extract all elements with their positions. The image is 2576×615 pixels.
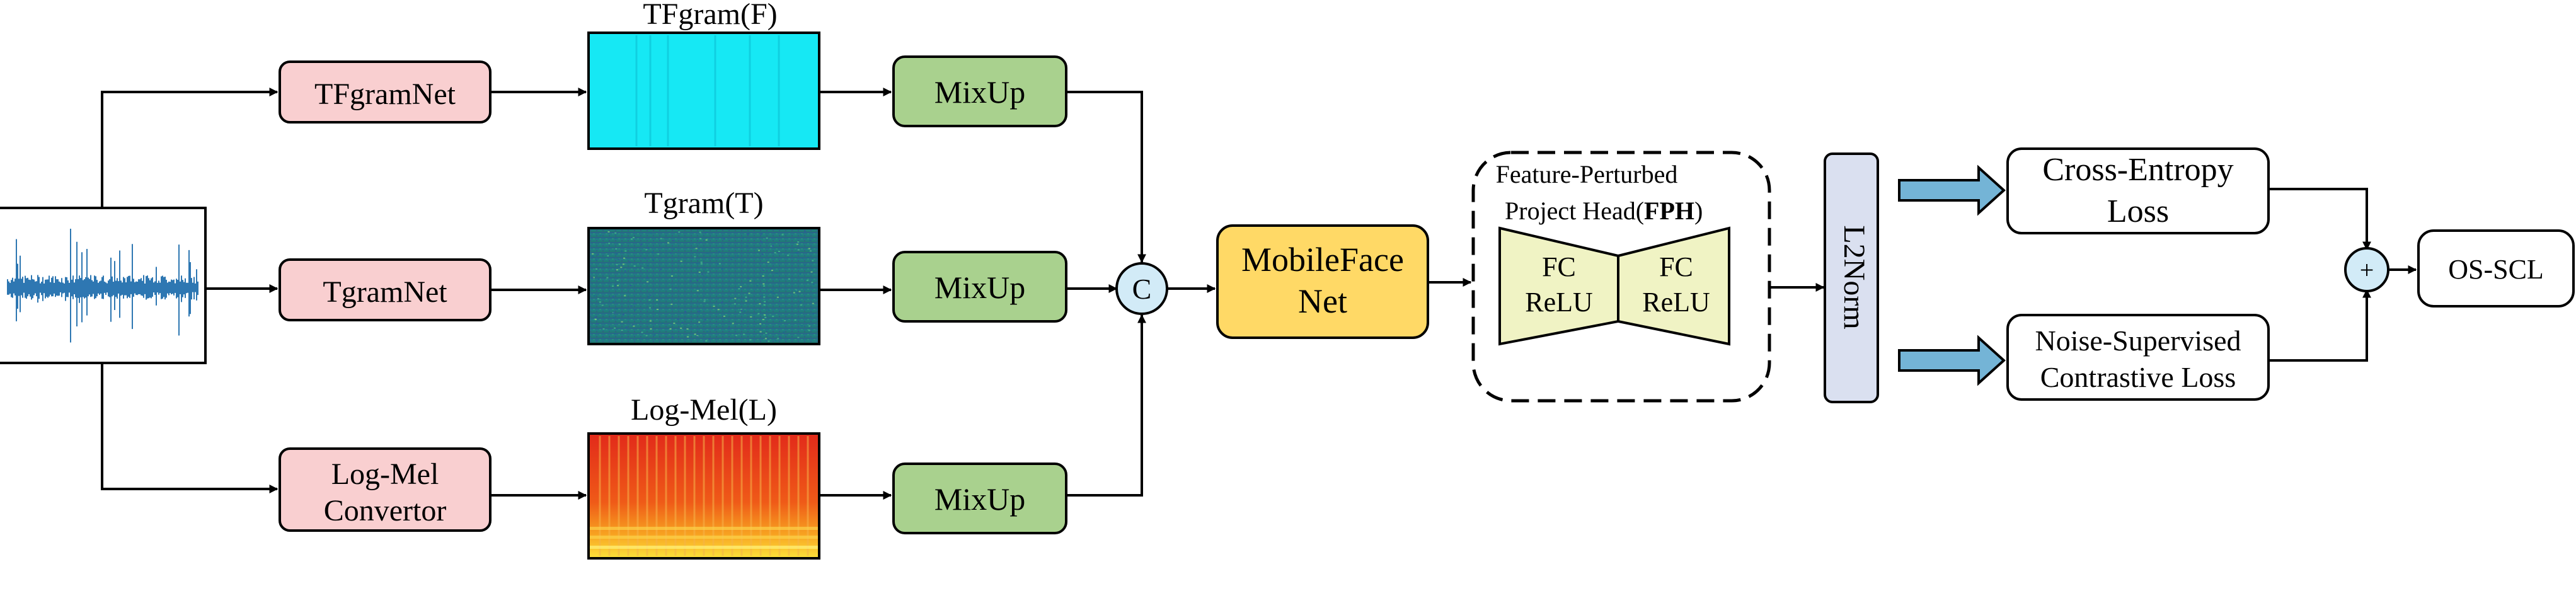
logmel-convertor-line1: Log-Mel (331, 457, 439, 491)
fph-title-prefix: Project Head( (1505, 197, 1644, 225)
logmel-texture (590, 436, 818, 556)
mobileface-line1: MobileFace (1241, 241, 1404, 279)
l2norm-label: L2Norm (1837, 225, 1871, 329)
connector-lines (101, 88, 2417, 500)
mobileface-net-block: MobileFace Net (1216, 224, 1429, 339)
fc-relu-encoder-shape (1498, 226, 1619, 346)
mobileface-line2: Net (1298, 282, 1347, 320)
plus-symbol: + (2360, 256, 2374, 284)
ns-line2: Contrastive Loss (2040, 361, 2236, 393)
block-arrows (1898, 164, 2006, 386)
arrow-to-tfgramnet (101, 88, 279, 208)
logmel-convertor-block: Log-Mel Convertor (279, 447, 492, 532)
fc-right-line2: ReLU (1642, 287, 1710, 318)
tgramnet-block: TgramNet (279, 258, 492, 321)
tgramnet-label: TgramNet (323, 275, 447, 309)
fc-left-line1: FC (1542, 251, 1576, 282)
cross-entropy-loss-block: Cross-Entropy Loss (2006, 147, 2270, 234)
block-arrow-to-ce (1898, 164, 2006, 216)
logmel-convertor-line2: Convertor (324, 494, 447, 527)
concat-node: C (1115, 262, 1168, 315)
tfgram-texture (635, 35, 780, 146)
tfgram-title: TFgram(F) (643, 0, 777, 31)
arrow-mixup3-to-concat (1066, 314, 1146, 497)
arrow-ns-to-plus (2268, 289, 2371, 362)
arrow-ce-to-plus (2268, 188, 2371, 251)
mixup-block-3: MixUp (892, 463, 1067, 534)
logmel-title: Log-Mel(L) (631, 393, 777, 427)
os-scl-label: OS-SCL (2448, 254, 2544, 285)
os-scl-block: OS-SCL (2417, 229, 2575, 308)
ce-line1: Cross-Entropy (2042, 152, 2233, 188)
sum-node: + (2344, 247, 2389, 292)
tgram-texture (591, 231, 815, 342)
arrow-mixup1-to-concat (1066, 91, 1146, 263)
arrow-to-logmel (101, 363, 279, 493)
fc-left-line2: ReLU (1525, 287, 1593, 318)
fph-title-line1: Feature-Perturbed (1496, 160, 1678, 188)
waveform-input (0, 207, 207, 364)
mixup-label-3: MixUp (934, 481, 1025, 517)
fph-title-line2: Project Head(FPH) (1505, 197, 1703, 225)
tfgram-spectrogram: TFgram(F) (587, 0, 820, 150)
mixup-block-1: MixUp (892, 55, 1067, 127)
mixup-block-2: MixUp (892, 251, 1067, 323)
tgram-spectrogram: Tgram(T) (587, 187, 820, 345)
fph-title-bold: FPH (1644, 197, 1694, 225)
fph-block: Feature-Perturbed Project Head(FPH) FC R… (1471, 151, 1771, 403)
mixup-label-1: MixUp (934, 74, 1025, 110)
mixup-label-2: MixUp (934, 270, 1025, 305)
fc-right-line1: FC (1659, 251, 1693, 282)
fc-relu-decoder-shape (1617, 226, 1730, 346)
concat-symbol: C (1132, 273, 1152, 305)
tgram-title: Tgram(T) (644, 187, 763, 220)
ce-line2: Loss (2107, 193, 2169, 229)
ns-line1: Noise-Supervised (2035, 325, 2241, 357)
fph-title-suffix: ) (1694, 197, 1703, 225)
waveform-signal (7, 229, 198, 343)
block-arrow-to-ns (1898, 335, 2006, 386)
tfgramnet-label: TFgramNet (314, 78, 456, 111)
tfgramnet-block: TFgramNet (279, 60, 492, 124)
noise-supervised-contrastive-loss-block: Noise-Supervised Contrastive Loss (2006, 314, 2270, 401)
logmel-spectrogram: Log-Mel(L) (587, 393, 820, 560)
l2norm-block: L2Norm (1824, 152, 1879, 403)
